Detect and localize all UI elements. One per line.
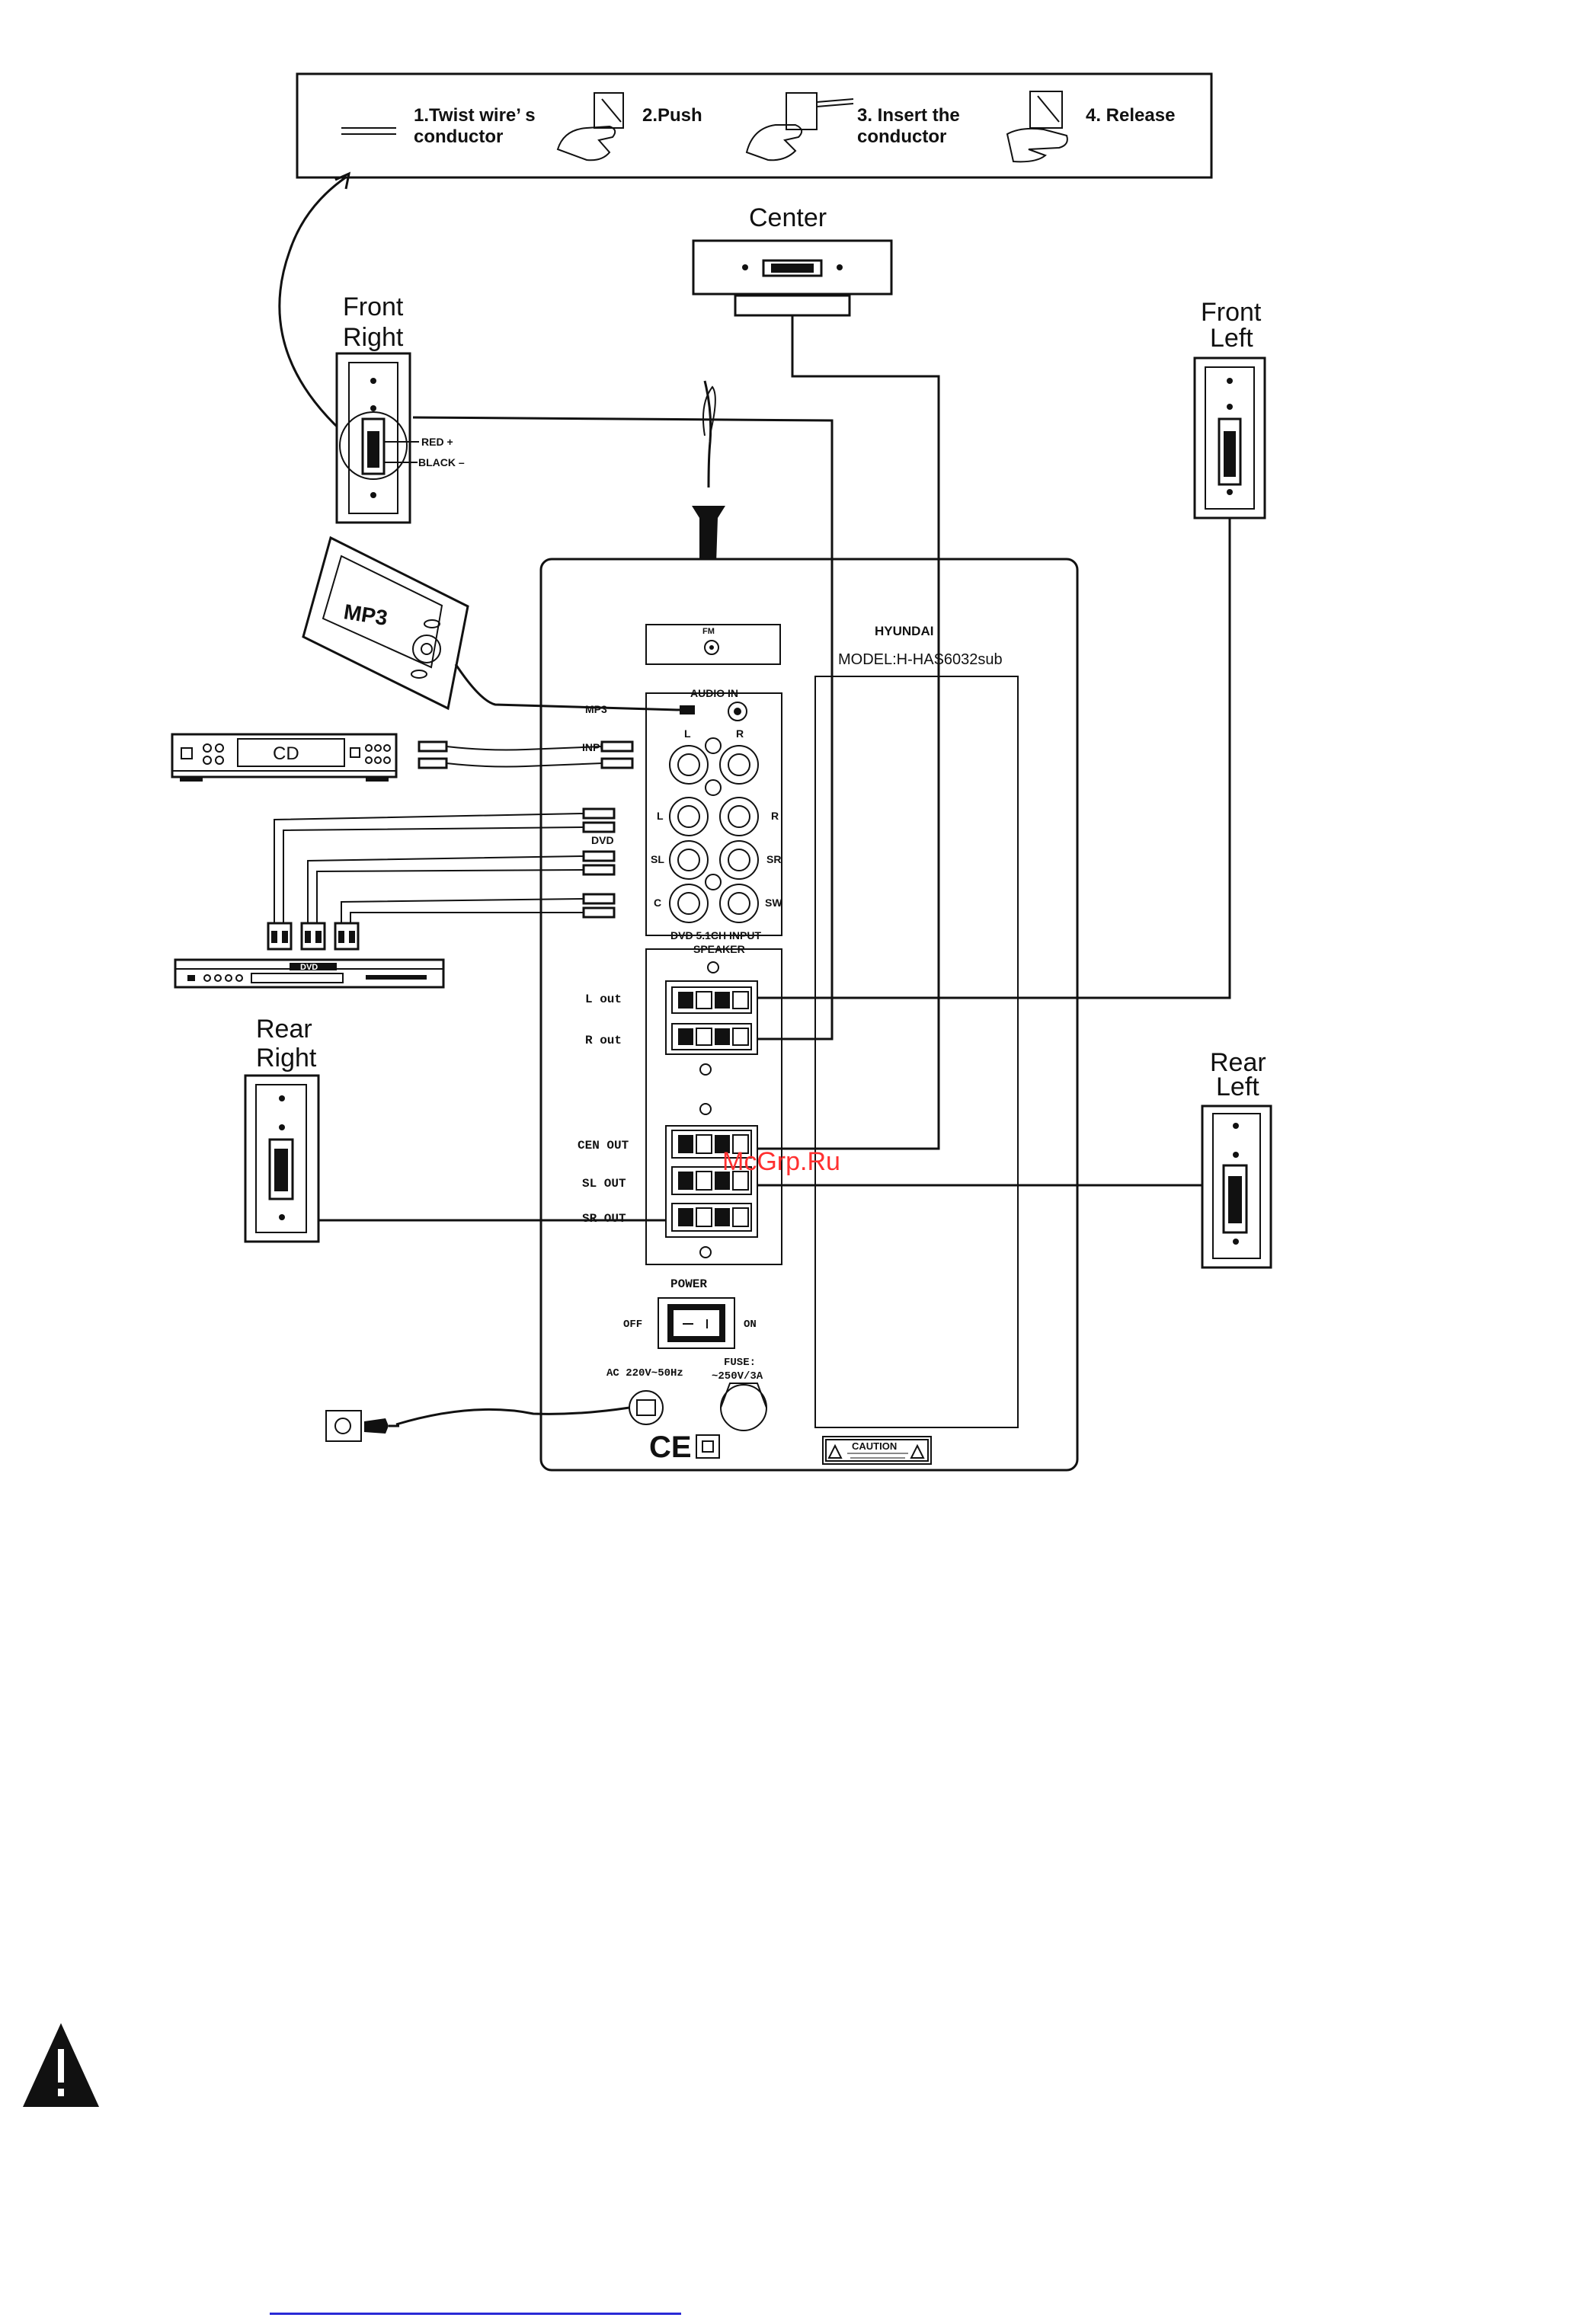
hand-insert-icon (745, 92, 854, 161)
sr-out-label: SR OUT (582, 1212, 626, 1226)
caution-triangle-icon (827, 1443, 843, 1459)
step-1-label-2: conductor (414, 126, 503, 147)
wiring-steps-panel: 1.Twist wire’ s conductor 2.Push 3. Inse… (296, 72, 1213, 179)
footer-underline (270, 2313, 681, 2315)
caution-label: CAUTION (822, 1436, 932, 1465)
cd-rca-cables (418, 740, 634, 769)
warning-icon (23, 2023, 99, 2107)
mp3-jack[interactable] (728, 702, 747, 721)
step-3-label: 3. Insert the (857, 105, 960, 126)
rear-right-speaker (244, 1074, 320, 1243)
double-insulation-icon (696, 1434, 720, 1459)
mp3-player: MP3 (302, 535, 695, 714)
rear-right-label-2: Right (256, 1044, 317, 1072)
front-left-label-2: Left (1210, 324, 1253, 353)
dvd-sw-label: SW (765, 897, 782, 909)
watermark: McGrp.Ru (722, 1147, 840, 1176)
front-right-label-2: Right (343, 323, 404, 352)
r-out-label: R out (585, 1034, 622, 1047)
hand-push-icon (556, 92, 624, 161)
rear-right-label-1: Rear (256, 1015, 312, 1044)
step-2-label: 2.Push (642, 105, 702, 126)
center-speaker-label: Center (749, 203, 827, 232)
power-off-label: OFF (623, 1319, 642, 1331)
front-right-speaker (335, 352, 411, 524)
l-out-label: L out (585, 993, 622, 1006)
l-input-label: L (684, 727, 691, 740)
brand-label: HYUNDAI (875, 624, 933, 638)
input-l-jack[interactable] (669, 745, 709, 785)
rear-left-speaker (1201, 1104, 1272, 1269)
input-r-jack[interactable] (719, 745, 759, 785)
dvd-sr-jack[interactable] (719, 840, 759, 880)
dvd-r-label: R (771, 810, 779, 822)
wire-icon (341, 127, 396, 135)
ac-input-label: AC 220V~50Hz (606, 1367, 683, 1379)
dvd-sl-jack[interactable] (669, 840, 709, 880)
inputs-frame (645, 692, 782, 936)
dvd-rca-cables (267, 807, 616, 951)
steps-frame (296, 72, 1213, 179)
cd-player: CD (171, 733, 398, 782)
hand-release-icon (1006, 91, 1068, 163)
speaker-wires (318, 315, 1231, 1222)
speaker-group-label: SPEAKER (693, 943, 745, 955)
callout-arrow (278, 175, 359, 447)
dvd-c-jack[interactable] (669, 884, 709, 923)
dvd-l-jack[interactable] (669, 797, 709, 836)
front-right-label-1: Front (343, 292, 404, 321)
step-3-label-2: conductor (857, 126, 946, 147)
black-minus-label: BLACK – (418, 456, 465, 468)
center-speaker (692, 239, 893, 317)
front-speaker-terminals[interactable] (665, 980, 758, 1055)
rear-left-label-1: Rear (1210, 1048, 1266, 1077)
power-cord (325, 1406, 630, 1442)
step-4-label: 4. Release (1086, 105, 1175, 126)
ce-mark: CE (649, 1431, 692, 1464)
cd-label: CD (273, 743, 299, 764)
dvd-label: DVD (591, 834, 614, 846)
power-on-label: ON (744, 1319, 757, 1331)
dvd-r-jack[interactable] (719, 797, 759, 836)
step-1-label: 1.Twist wire’ s (414, 105, 536, 126)
dvd-player-label: DVD (300, 963, 318, 972)
surround-speaker-terminals[interactable] (665, 1125, 758, 1238)
dvd-sr-label: SR (766, 853, 781, 865)
power-switch[interactable] (658, 1297, 735, 1349)
dvd-51ch-label: DVD 5.1CH INPUT (670, 929, 761, 941)
speaker-outputs-frame (645, 948, 782, 1265)
cen-out-label: CEN OUT (578, 1139, 629, 1152)
subwoofer-rear-panel: HYUNDAI MODEL:H-HAS6032sub FM AUDIO IN M… (539, 558, 1079, 1472)
mp3-jack-label: MP3 (585, 703, 607, 715)
svg-text:CAUTION: CAUTION (852, 1440, 897, 1452)
dvd-c-label: C (654, 897, 661, 909)
dvd-l-label: L (657, 810, 664, 822)
front-left-speaker (1193, 356, 1266, 519)
dvd-player: DVD (174, 958, 445, 989)
front-left-label-1: Front (1201, 298, 1262, 327)
fuse-rating-label: ~250V/3A (712, 1370, 763, 1383)
callout-arrowhead (334, 171, 351, 190)
model-label: MODEL:H-HAS6032sub (838, 651, 1003, 668)
fm-antenna (692, 380, 725, 564)
dvd-sl-label: SL (651, 853, 664, 865)
fuse-label: FUSE: (724, 1357, 756, 1369)
r-input-label: R (736, 727, 744, 740)
fm-label: FM (702, 627, 715, 636)
vent-frame (814, 676, 1019, 1428)
red-plus-label: RED + (421, 436, 453, 448)
rear-left-label-2: Left (1216, 1072, 1259, 1101)
dvd-sw-jack[interactable] (719, 884, 759, 923)
sl-out-label: SL OUT (582, 1177, 626, 1191)
power-label: POWER (670, 1277, 707, 1291)
audio-in-label: AUDIO IN (690, 687, 738, 699)
